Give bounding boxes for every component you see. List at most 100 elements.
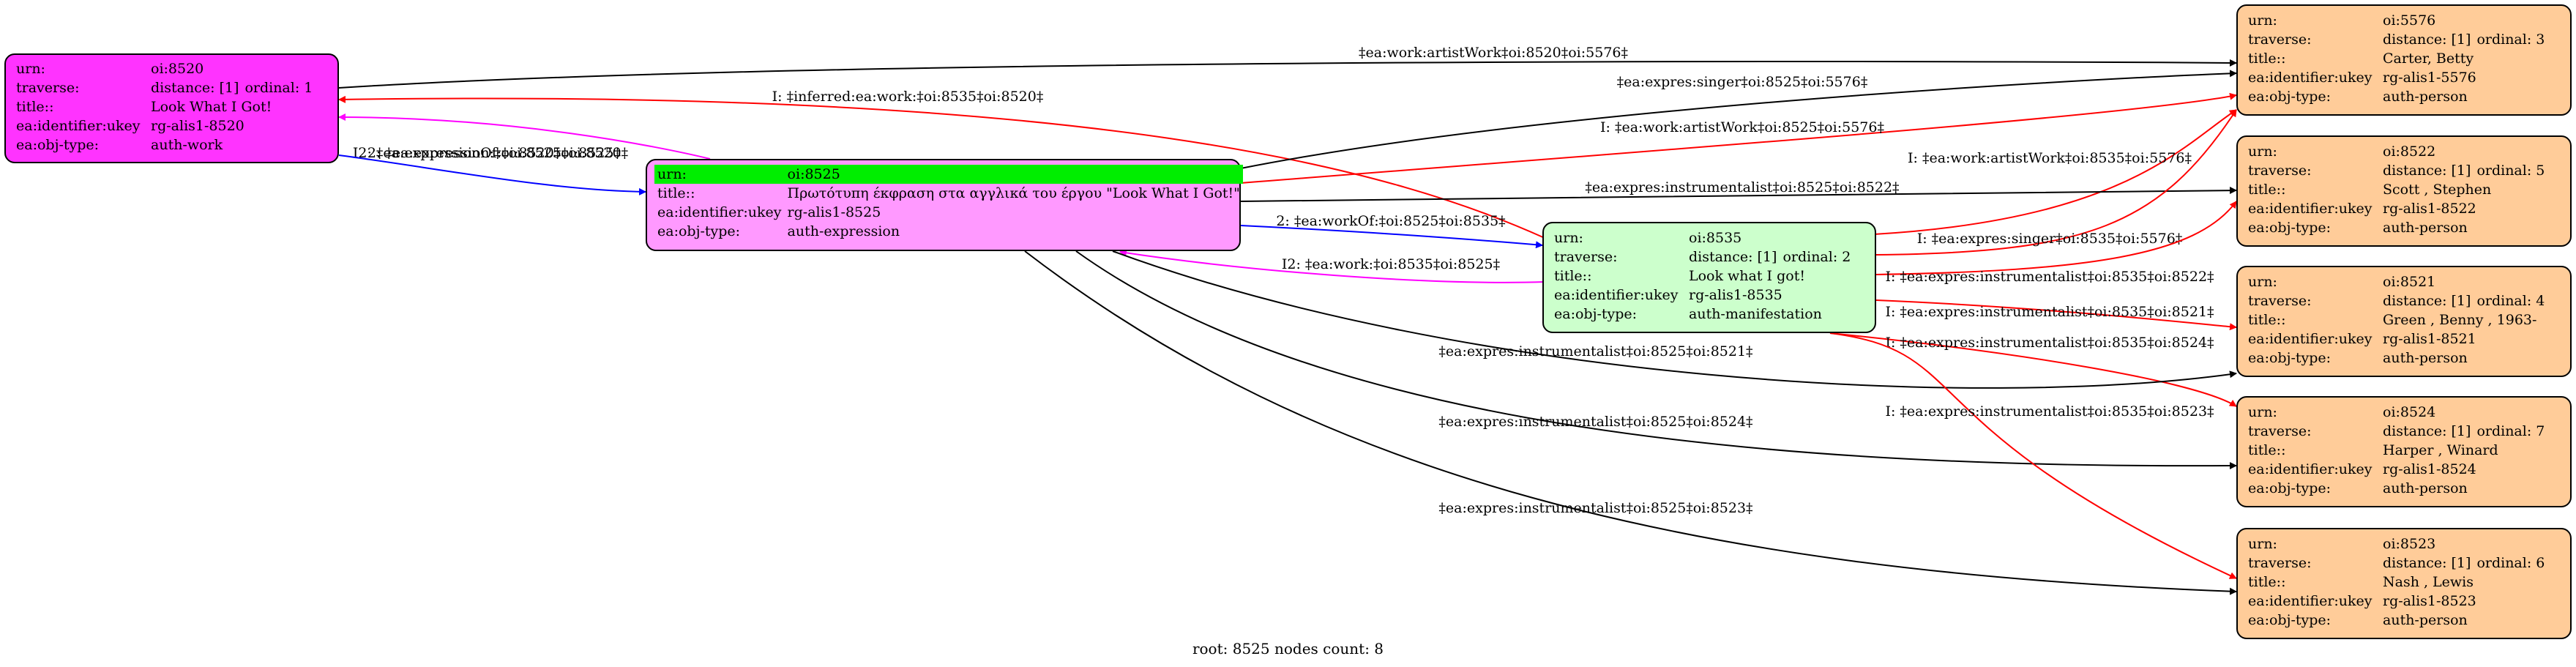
field-key: urn: <box>16 61 45 77</box>
node-oi-8520[interactable]: urn:oi:8520 traverse:distance: [1]ordina… <box>4 53 339 163</box>
field-value: oi:8524 <box>2383 404 2436 420</box>
field-value: Πρωτότυπη έκφραση στα αγγλικά του έργου … <box>787 185 1240 201</box>
field-key: traverse: <box>2248 163 2312 179</box>
edge-label: I: ‡ea:expres:instrumentalist‡oi:8535‡oi… <box>1885 269 2214 285</box>
field-value: Scott , Stephen <box>2383 182 2492 198</box>
edge-n8525-n8523 <box>1024 250 2237 595</box>
edge-n8535-n5576 <box>1875 109 2237 256</box>
field-value: oi:5576 <box>2383 12 2436 29</box>
field-key: ea:obj-type: <box>16 137 100 153</box>
field-key: traverse: <box>2248 423 2312 439</box>
field-value: rg-alis1-8521 <box>2383 331 2476 347</box>
field-key: title:: <box>2248 574 2286 590</box>
field-key: ea:identifier:ukey <box>657 204 782 220</box>
edge-n8525-n5576 <box>1240 70 2237 169</box>
field-key: urn: <box>2248 404 2277 420</box>
edge-n8535-n8525 <box>1119 249 1545 283</box>
field-key: urn: <box>2248 274 2277 290</box>
field-key: ea:obj-type: <box>2248 89 2332 105</box>
field-value: Look What I Got! <box>151 99 272 115</box>
node-table: urn:oi:5576 traverse:distance: [1]ordina… <box>2245 11 2547 106</box>
field-extra: ordinal: 7 <box>2476 423 2545 439</box>
field-value: oi:8523 <box>2383 536 2436 552</box>
field-value: distance: [1] <box>1689 249 1777 265</box>
edge-label: I: ‡ea:expres:instrumentalist‡oi:8535‡oi… <box>1885 403 2214 420</box>
edge-label: I: ‡ea:work:artistWork‡oi:8525‡oi:5576‡ <box>1600 119 1884 135</box>
field-key: traverse: <box>2248 555 2312 571</box>
field-value: auth-manifestation <box>1689 306 1822 322</box>
field-key: title:: <box>2248 51 2286 67</box>
node-oi-8535[interactable]: urn: oi:8535 traverse: distance: [1] ordina… <box>1542 222 1876 333</box>
field-key: title:: <box>657 185 695 201</box>
field-key: title:: <box>1554 268 1592 284</box>
node-oi-8521[interactable]: urn:oi:8521 traverse:distance: [1]ordina… <box>2236 266 2572 377</box>
field-extra: ordinal: 5 <box>2476 163 2545 179</box>
edge-n8525-n8535 <box>1240 225 1543 249</box>
field-value: auth-person <box>2383 89 2468 105</box>
field-value: distance: [1] <box>2383 163 2471 179</box>
edge-label: I: ‡inferred:ea:work:‡oi:8535‡oi:8520‡ <box>772 89 1044 105</box>
field-value: distance: [1] <box>151 80 239 96</box>
edge-n8535-n8524 <box>1829 332 2237 407</box>
edge-label: ‡ea:expres:instrumentalist‡oi:8525‡oi:85… <box>1438 414 1752 430</box>
field-value: Carter, Betty <box>2383 51 2474 67</box>
field-value: auth-work <box>151 137 223 153</box>
node-table: urn:oi:8523 traverse:distance: [1]ordina… <box>2245 534 2547 630</box>
edge-label: I2: ‡ea:work:‡oi:8535‡oi:8525‡ <box>1282 256 1500 272</box>
field-value: rg-alis1-8520 <box>151 118 244 134</box>
field-value: Look what I got! <box>1689 268 1805 284</box>
edge-n8525-n5576 <box>1240 92 2237 184</box>
edge-n8535-n8522 <box>1875 201 2237 275</box>
edge-label: ‡ea:expres:instrumentalist‡oi:8525‡oi:85… <box>1438 500 1752 516</box>
node-table: urn:oi:8520 traverse:distance: [1]ordina… <box>13 59 316 154</box>
field-key: urn: <box>1554 230 1583 246</box>
field-key: ea:identifier:ukey <box>2248 593 2372 609</box>
field-key: ea:obj-type: <box>2248 350 2332 366</box>
edge-label: ‡ea:expres:singer‡oi:8525‡oi:5576‡ <box>1617 74 1868 90</box>
field-value: rg-alis1-5576 <box>2383 70 2476 86</box>
field-key: ea:obj-type: <box>2248 220 2332 236</box>
field-value: auth-person <box>2383 480 2468 496</box>
field-value: Nash , Lewis <box>2383 574 2474 590</box>
node-oi-8522[interactable]: urn:oi:8522 traverse:distance: [1]ordina… <box>2236 135 2572 247</box>
edge-n8535-n8523 <box>1829 332 2237 579</box>
field-key: urn: <box>2248 536 2277 552</box>
edge-label: ‡ea:expres:instrumentalist‡oi:8525‡oi:85… <box>1585 179 1899 195</box>
field-value: auth-expression <box>787 223 900 239</box>
field-value: rg-alis1-8522 <box>2383 201 2476 217</box>
node-table: urn:oi:8521 traverse:distance: [1]ordina… <box>2245 272 2547 368</box>
node-table: urn: oi:8535 traverse: distance: [1] ordina… <box>1551 228 1853 324</box>
field-extra: ordinal: 4 <box>2476 293 2545 309</box>
node-table: urn:oi:8522 traverse:distance: [1]ordina… <box>2245 142 2547 237</box>
field-value: distance: [1] <box>2383 555 2471 571</box>
edge-label: I: ‡ea:expres:instrumentalist‡oi:8535‡oi… <box>1885 304 2214 320</box>
node-table: urn:oi:8524 traverse:distance: [1]ordina… <box>2245 403 2547 498</box>
field-key: ea:identifier:ukey <box>2248 70 2372 86</box>
edge-n8525-n8521 <box>1112 250 2237 389</box>
field-key: traverse: <box>2248 293 2312 309</box>
field-value: rg-alis1-8535 <box>1689 287 1782 303</box>
field-extra: ordinal: 2 <box>1782 249 1851 265</box>
edge-label: I: ‡ea:expres:instrumentalist‡oi:8535‡oi… <box>1885 335 2214 351</box>
node-oi-8523[interactable]: urn:oi:8523 traverse:distance: [1]ordina… <box>2236 528 2572 639</box>
field-value: oi:8535 <box>1689 230 1742 246</box>
node-oi-5576[interactable]: urn:oi:5576 traverse:distance: [1]ordina… <box>2236 4 2572 116</box>
edge-n8520-n5576 <box>338 59 2237 89</box>
field-value: rg-alis1-8524 <box>2383 461 2476 477</box>
field-value: auth-person <box>2383 220 2468 236</box>
edge-n8535-n5576 <box>1873 109 2237 235</box>
node-oi-8524[interactable]: urn:oi:8524 traverse:distance: [1]ordina… <box>2236 396 2572 507</box>
edge-n8535-n8520 <box>338 95 1545 239</box>
field-value: auth-person <box>2383 350 2468 366</box>
field-key: title:: <box>16 99 54 115</box>
node-oi-8525[interactable]: urn:oi:8525 title::Πρωτότυπη έκφραση στα… <box>646 159 1243 251</box>
edge-label: I2: ‡ea:expressionOf:‡oi:8525‡oi:8520‡ <box>353 145 628 161</box>
edge-label: I: ‡ea:work:artistWork‡oi:8535‡oi:5576‡ <box>1908 150 2192 166</box>
edge-n8525-n8524 <box>1075 250 2237 470</box>
field-key: urn: <box>2248 12 2277 29</box>
field-value: Green , Benny , 1963- <box>2383 312 2537 328</box>
field-value: auth-person <box>2383 612 2468 628</box>
field-key: traverse: <box>1554 249 1618 265</box>
edge-label: ‡ea:work:artistWork‡oi:8520‡oi:5576‡ <box>1359 45 1628 61</box>
